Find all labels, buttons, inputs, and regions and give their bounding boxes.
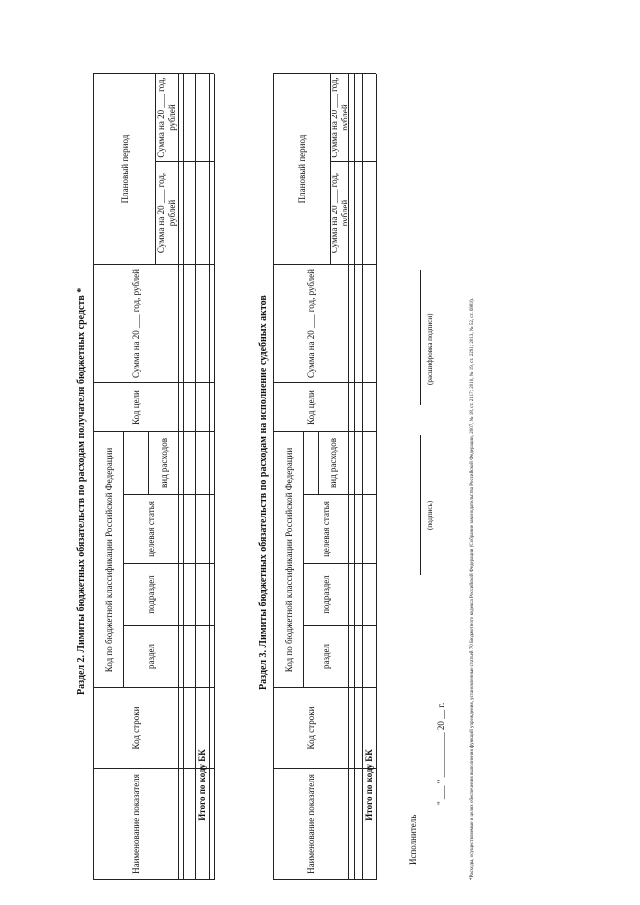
s2-col-goal: Код цели [130, 390, 141, 425]
s3-col-statya: целевая статья [320, 501, 331, 557]
s3-col-sum-plan1: Сумма на 20 ___ год, рублей [332, 172, 347, 254]
section-2-title: Раздел 2. Лимиты бюджетных обязательств … [76, 287, 87, 695]
decode-line [420, 270, 421, 405]
s3-col-name: Наименование показателя [305, 774, 316, 874]
s3-col-goal: Код цели [305, 390, 316, 425]
s2-total-label: Итого по коду БК [197, 749, 208, 821]
s3-col-vid: вид расходов [328, 438, 339, 488]
executor-label: Исполнитель [408, 814, 418, 865]
s2-col-vid: вид расходов [158, 438, 169, 488]
s3-col-bk: Код по бюджетной классификации Российско… [283, 447, 294, 673]
date-field: " ___ " __________ 20 __ г. [436, 702, 446, 805]
s3-col-plan: Плановый период [296, 134, 307, 204]
s2-col-razdel: раздел [145, 644, 156, 669]
s3-col-podrazdel: подраздел [320, 575, 331, 614]
s3-col-code: Код строки [305, 706, 316, 750]
s3-col-sum-current: Сумма на 20 ___ год, рублей [305, 269, 316, 379]
s2-col-bk: Код по бюджетной классификации Российско… [103, 447, 114, 673]
s3-total-label: Итого по коду БК [363, 749, 374, 821]
s2-col-sum-plan1: Сумма на 20 ___ год, рублей [157, 172, 177, 254]
s3-col-sum-plan2: Сумма на 20 ___ год, рублей [332, 77, 347, 158]
signature-line [420, 435, 421, 575]
section-3-title: Раздел 3. Лимиты бюджетных обязательств … [258, 295, 269, 690]
s2-col-sum-current: Сумма на 20 ___ год, рублей [130, 269, 141, 379]
s2-col-podrazdel: подраздел [145, 575, 156, 614]
s2-col-statya: целевая статья [145, 501, 156, 557]
s2-col-plan: Плановый период [119, 134, 130, 204]
s3-col-razdel: раздел [320, 644, 331, 669]
s2-col-name: Наименование показателя [130, 774, 141, 874]
s2-col-sum-plan2: Сумма на 20 ___ год, рублей [157, 77, 177, 158]
signature-caption: (подпись) [426, 500, 434, 530]
footnote: *Расходы, осуществляемые в целях обеспеч… [470, 298, 475, 880]
decode-caption: (расшифровка подписи) [426, 313, 434, 385]
s2-col-code: Код строки [130, 706, 141, 750]
